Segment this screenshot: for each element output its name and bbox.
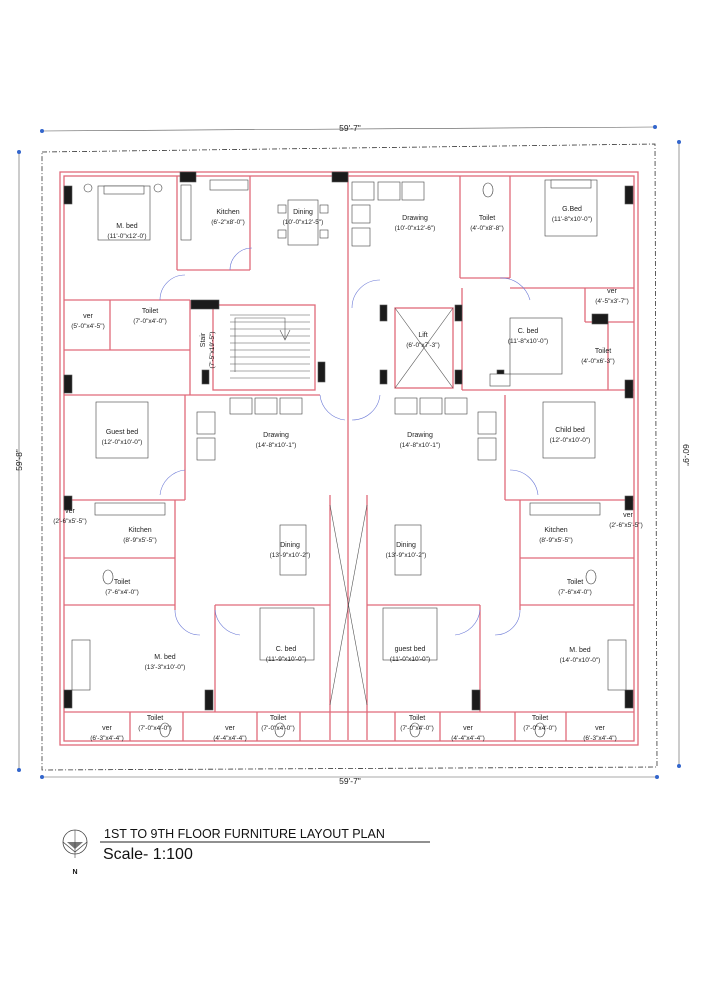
door-swings (159, 247, 539, 636)
room-name: Toilet (147, 715, 163, 722)
room-size: (13'-3"x10'-0") (145, 664, 186, 671)
room-name: Kitchen (216, 209, 239, 216)
room-name: ver (595, 725, 605, 732)
room-size: (14'-8"x10'-1") (256, 442, 297, 449)
room-name: Dining (280, 542, 300, 549)
stair-treads (230, 314, 310, 379)
room-name: Kitchen (128, 527, 151, 534)
room-size: (5'-0"x4'-5") (71, 323, 104, 330)
north-label: N (72, 869, 77, 876)
room-size: (14'-0"x10'-0") (560, 657, 601, 664)
room-size: (2'-6"x5'-5") (609, 522, 642, 529)
room-name: ver (463, 725, 473, 732)
room-size: (4'-0"x8'-8") (470, 225, 503, 232)
room-name: Toilet (142, 308, 158, 315)
room-size: (4'-4"x4'-4") (451, 735, 484, 742)
room-size: (7'-6"x4'-0") (105, 589, 138, 596)
room-size: (8'-9"x5'-5") (123, 537, 156, 544)
room-name: Dining (293, 209, 313, 216)
dimension-lines (17, 125, 681, 779)
room-size: (13'-9"x10'-2") (386, 552, 427, 559)
room-size: (6'-2"x8'-0") (211, 219, 244, 226)
room-size: (11'-9"x10'-0") (266, 656, 306, 663)
room-name: guest bed (395, 646, 426, 653)
room-name: Stair (200, 332, 207, 347)
room-size: (4'-0"x6'-3") (581, 358, 614, 365)
room-name: ver (65, 508, 75, 515)
room-name: Lift (418, 332, 427, 339)
walls (59, 171, 639, 746)
room-name: Drawing (263, 432, 289, 439)
room-size: (12'-0"x10'-0") (550, 437, 591, 444)
dim-right: 60'-9" (681, 444, 691, 466)
room-name: C. bed (276, 646, 297, 653)
plot-boundary (41, 143, 658, 771)
dim-left: 59'-8" (14, 449, 24, 471)
room-name: Drawing (402, 215, 428, 222)
room-size: (7'-0"x4'-0") (523, 725, 556, 732)
north-arrow (62, 829, 88, 858)
room-name: ver (102, 725, 112, 732)
room-name: Guest bed (106, 429, 138, 436)
room-name: Toilet (567, 579, 583, 586)
room-size: (11'-8"x10'-0") (508, 338, 548, 345)
room-size: (6'-3"x4'-4") (583, 735, 616, 742)
room-size: (4'-5"x3'-7") (595, 298, 628, 305)
room-size: (10'-0"x12'-6") (395, 225, 436, 232)
room-size: (11'-8"x10'-0") (552, 216, 592, 223)
plan-scale: Scale- 1:100 (103, 846, 193, 863)
room-name: Toilet (270, 715, 286, 722)
room-size: (8'-9"x5'-5") (539, 537, 572, 544)
room-size: (7'-5"x19'-5") (209, 331, 216, 368)
room-size: (7'-6"x4'-0") (558, 589, 591, 596)
room-name: Toilet (479, 215, 495, 222)
room-size: (7'-0"x4'-0") (261, 725, 294, 732)
room-name: Drawing (407, 432, 433, 439)
room-name: Kitchen (544, 527, 567, 534)
room-name: Dining (396, 542, 416, 549)
room-size: (13'-9"x10'-2") (270, 552, 311, 559)
room-size: (2'-6"x5'-5") (53, 518, 86, 525)
room-name: Toilet (532, 715, 548, 722)
room-size: (6'-0"x7'-3") (406, 342, 439, 349)
dim-bottom: 59'-7" (339, 776, 361, 786)
room-size: (14'-8"x10'-1") (400, 442, 441, 449)
room-size: (10'-0"x12'-5") (283, 219, 324, 226)
room-name: ver (623, 512, 633, 519)
furniture (71, 179, 627, 738)
dim-top: 59'-7" (339, 123, 361, 133)
room-size: (7'-0"x4'-0") (400, 725, 433, 732)
room-size: (6'-3"x4'-4") (90, 735, 123, 742)
room-name: Child bed (555, 427, 585, 434)
room-name: Toilet (595, 348, 611, 355)
room-name: ver (225, 725, 235, 732)
room-name: ver (607, 288, 617, 295)
room-name: G.Bed (562, 206, 582, 213)
room-size: (11'-0"x10'-0") (390, 656, 430, 663)
plan-title: 1ST TO 9TH FLOOR FURNITURE LAYOUT PLAN (104, 827, 385, 841)
room-size: (7'-0"x4'-0") (133, 318, 166, 325)
room-name: Toilet (114, 579, 130, 586)
room-name: M. bed (569, 647, 591, 654)
room-labels: M. bed (11'-0"x12'-0') Kitchen (6'-2"x8'… (53, 206, 642, 742)
room-name: M. bed (116, 223, 138, 230)
room-name: C. bed (518, 328, 539, 335)
room-name: Toilet (409, 715, 425, 722)
room-size: (7'-0"x4'-0") (138, 725, 171, 732)
room-size: (11'-0"x12'-0') (107, 233, 146, 240)
room-name: M. bed (154, 654, 176, 661)
room-name: ver (83, 313, 93, 320)
room-size: (4'-4"x4'-4") (213, 735, 246, 742)
room-size: (12'-0"x10'-0") (102, 439, 143, 446)
